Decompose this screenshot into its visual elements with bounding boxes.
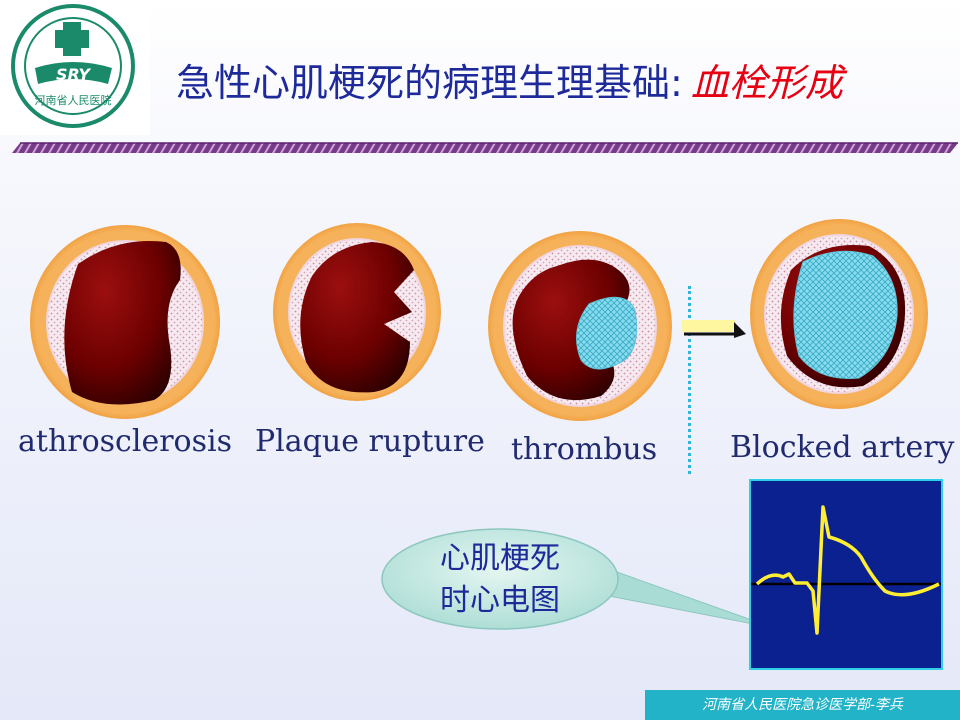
stage-separator [688,286,695,474]
logo-text: 河南省人民医院 [35,93,112,107]
vessel-thrombus [485,228,675,428]
progression-arrow [682,314,748,348]
ecg-panel [749,479,943,674]
title-accent: 血栓形成 [690,61,843,105]
title-divider [0,140,960,154]
slide-title: 急性心肌梗死的病理生理基础:血栓形成 [176,58,843,108]
thrombus-clot [576,296,638,370]
callout-line-2: 时心电图 [440,583,560,618]
ecg-callout-bubble [378,525,788,641]
label-thrombus: thrombus [511,432,658,467]
callout-line-1: 心肌梗死 [440,541,560,576]
hospital-logo: SRY 河南省人民医院 [0,0,150,135]
vessel-atherosclerosis [26,222,224,426]
vessel-plaque-rupture [270,220,445,409]
title-main: 急性心肌梗死的病理生理基础: [176,61,683,105]
logo-initials: SRY [56,65,91,84]
ecg-callout-text: 心肌梗死 时心电图 [400,538,600,622]
vessel-blocked-artery [747,216,932,416]
footer-credit: 河南省人民医院急诊医学部-李兵 [645,690,960,720]
ecg-trace [755,505,940,635]
occluding-clot [793,250,898,380]
label-atherosclerosis: athrosclerosis [18,424,232,459]
label-blocked-artery: Blocked artery [730,430,955,465]
label-plaque-rupture: Plaque rupture [255,424,485,459]
